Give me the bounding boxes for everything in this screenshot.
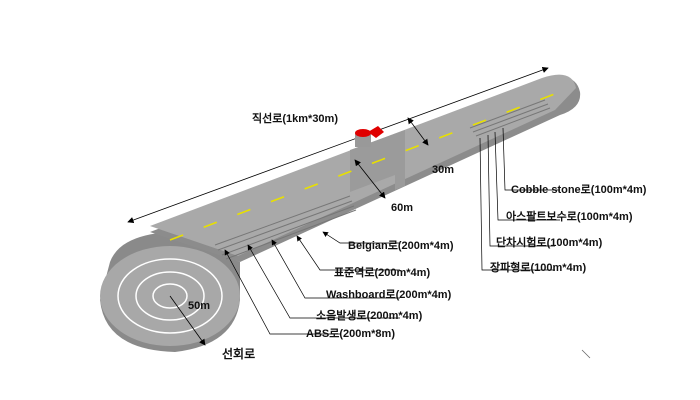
turning-circle [100,232,240,352]
track-label-washboard: Washboard로(200m*4m) [326,286,451,302]
track-size: (100m*4m) [576,211,633,223]
track-name: 아스팔트보수로 [506,211,577,223]
track-label-long-wave: 장파형로(100m*4m) [490,259,586,275]
track-name: Cobble stone로 [511,184,591,196]
track-size: (100m*4m) [546,237,603,249]
track-size: (200m*8m) [339,328,395,340]
track-label-belgian: Belgian로(200m*4m) [348,237,454,253]
control-building [355,126,384,147]
track-size: (200m*4m) [374,267,431,279]
turning-circle-label: 선회로 [222,347,256,361]
width-60m-dimension [354,159,386,199]
track-size: (200m*4m) [397,240,454,252]
track-size: (100m*4m) [590,184,647,196]
track-size: (100m*4m) [530,262,587,274]
width-60m-label: 60m [391,202,414,214]
track-name: 장파형로 [490,262,531,274]
track-name: 표준역로 [334,267,375,279]
length-dimension-line [127,66,549,224]
radius-label: 50m [188,300,211,312]
track-label-asphalt-repair: 아스팔트보수로(100m*4m) [506,208,632,224]
track-name: ABS로 [306,328,340,340]
width-30m-dimension [407,117,429,146]
track-size: (200m*4m) [366,310,423,322]
straight-road-title: 직선로(1km*30m) [252,113,338,125]
track-label-standard: 표준역로(200m*4m) [334,264,430,280]
track-size: (200m*4m) [395,289,452,301]
track-name: 단차시험로 [496,237,547,249]
track-name: Washboard로 [326,289,396,301]
right-leader-lines [479,127,560,271]
left-leader-lines [224,231,400,335]
track-name: Belgian로 [348,240,398,252]
track-name: 소음발생로 [316,310,367,322]
track-label-abs: ABS로(200m*8m) [306,325,395,341]
track-label-noise: 소음발생로(200m*4m) [316,307,422,323]
track-label-cobble: Cobble stone로(100m*4m) [511,181,646,197]
track-label-step: 단차시험로(100m*4m) [496,234,602,250]
width-30m-label: 30m [432,164,455,176]
